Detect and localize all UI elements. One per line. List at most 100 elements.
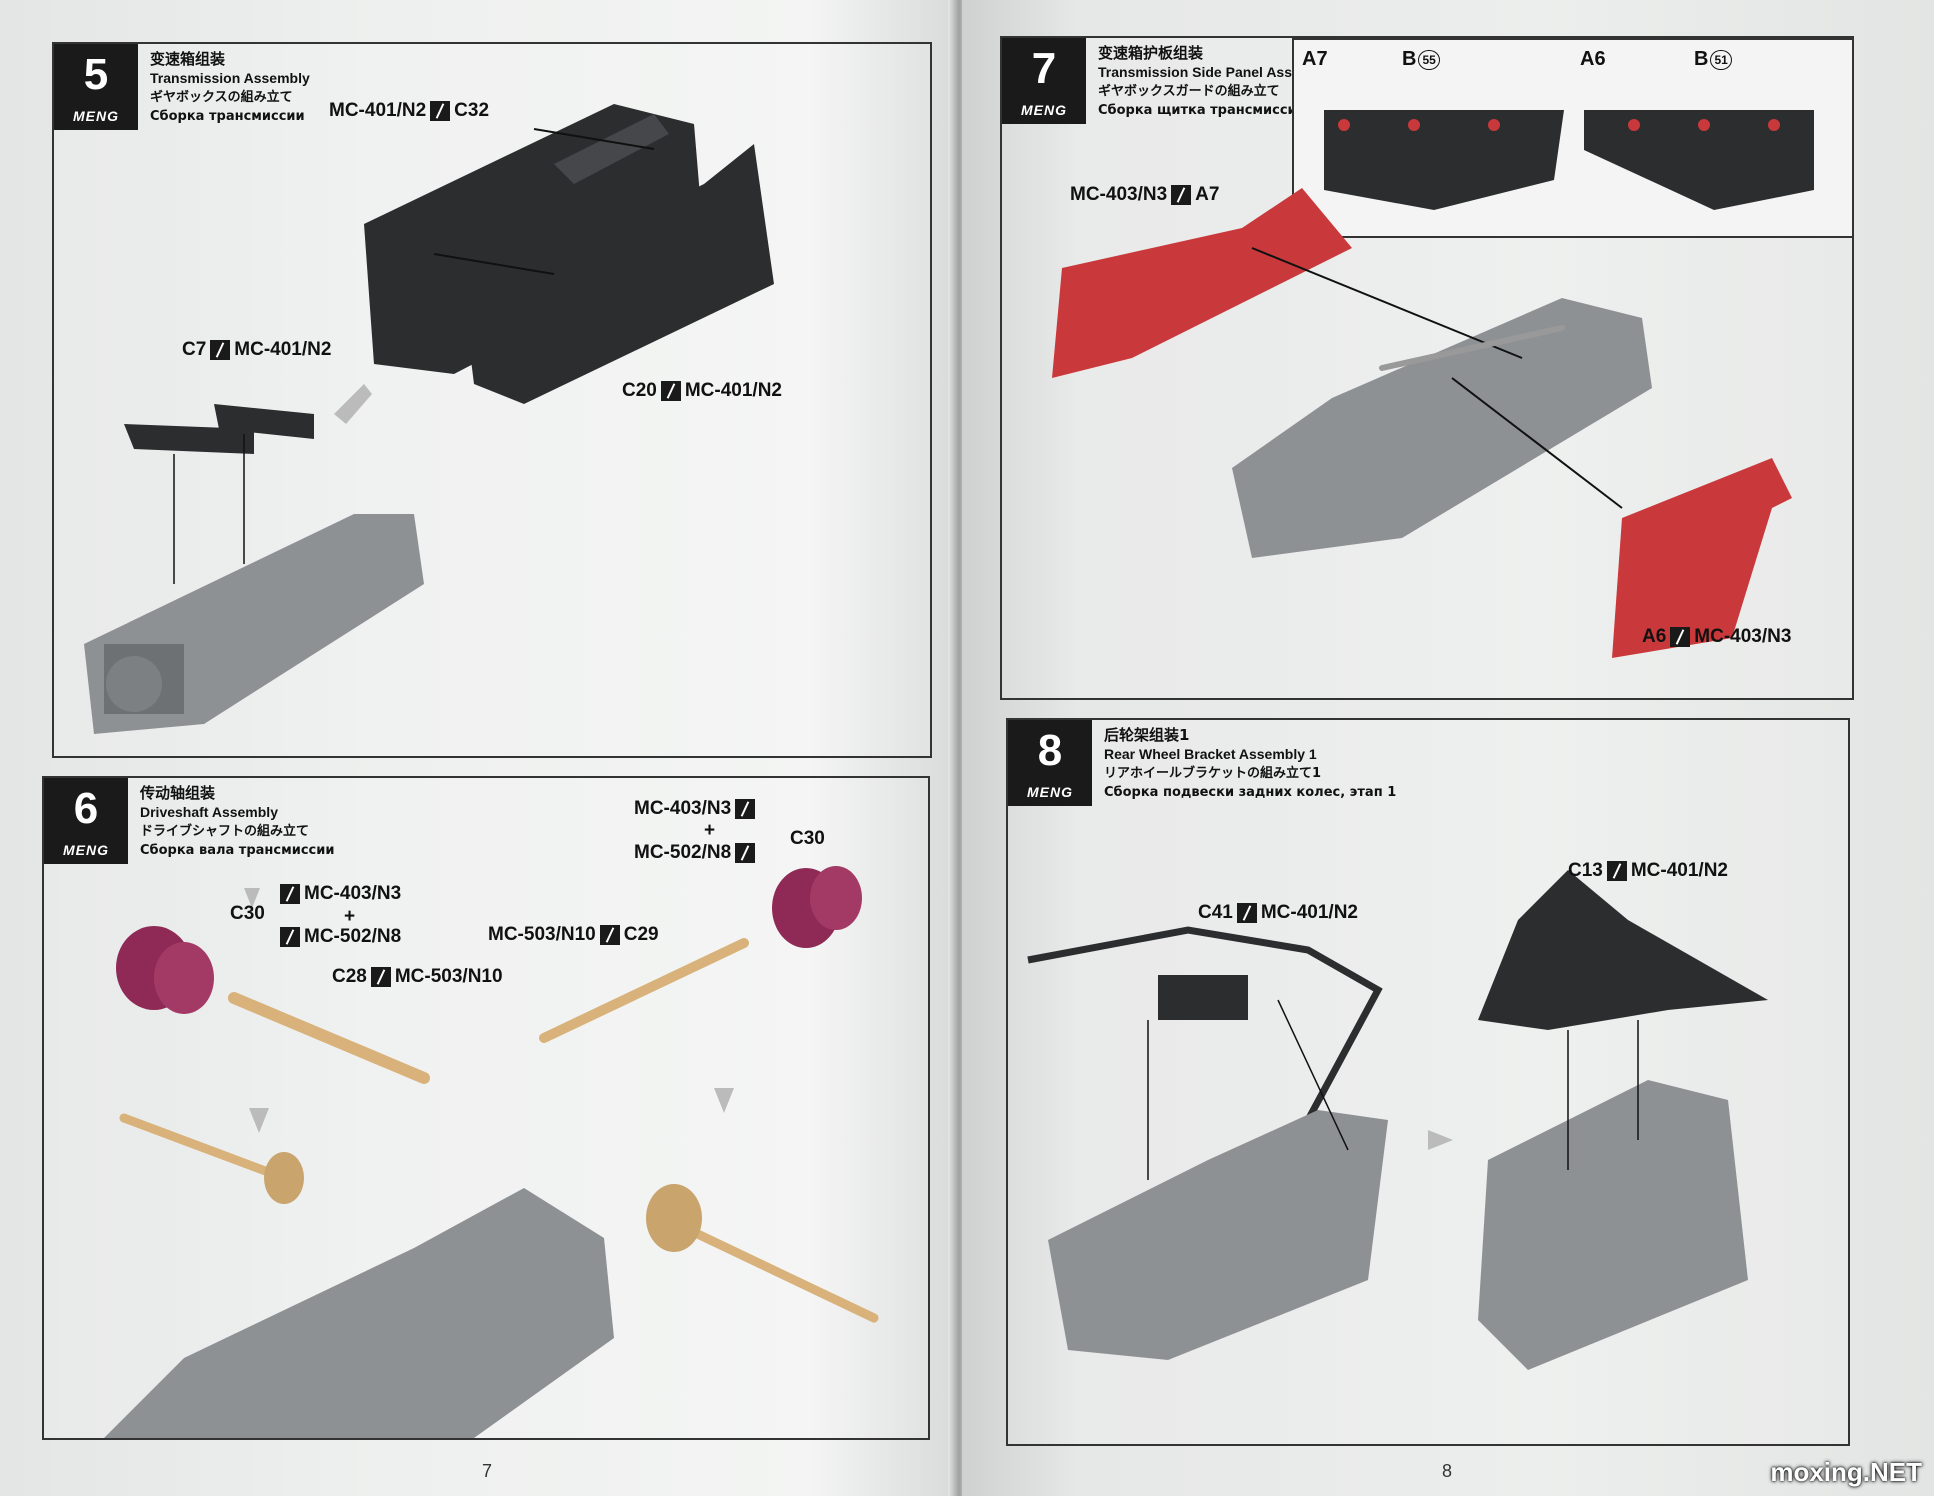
right-page: 7 MENG 变速箱护板组装 Transmission Side Panel A… <box>962 0 1934 1496</box>
step-arrow <box>334 384 372 424</box>
transmission-housing-half <box>364 104 704 374</box>
step-7-panel: 7 MENG 变速箱护板组装 Transmission Side Panel A… <box>1000 36 1854 700</box>
title-ru: Сборка подвески задних колес, этап 1 <box>1104 785 1397 800</box>
subassembly-grey-2 <box>1478 1080 1748 1370</box>
title-ja: ドライブシャフトの組み立て <box>140 824 310 839</box>
driveshaft-part <box>228 992 430 1084</box>
step-8-panel: 8 MENG 后轮架组装1 Rear Wheel Bracket Assembl… <box>1006 718 1850 1446</box>
step-titles: 后轮架组装1 Rear Wheel Bracket Assembly 1 リアホ… <box>1104 726 1396 802</box>
brand-logo: MENG <box>1021 102 1067 118</box>
step-badge: 5 MENG <box>54 44 138 130</box>
step-5-panel: 5 MENG 变速箱组装 Transmission Assembly ギヤボック… <box>52 42 932 758</box>
gearbox-assembly <box>104 1188 614 1438</box>
title-ja: ギヤボックスの組み立て <box>150 90 293 105</box>
title-en: Transmission Assembly <box>150 70 310 86</box>
inset-label-a7: A7 <box>1302 48 1328 70</box>
part-label-c30-left: C30 <box>230 903 265 924</box>
title-ru: Сборка вала трансмиссии <box>140 843 335 858</box>
step-number: 5 <box>83 50 109 99</box>
step-titles: 变速箱组装 Transmission Assembly ギヤボックスの組み立て … <box>150 50 310 126</box>
cutter-icon <box>370 967 391 987</box>
step-badge: 7 MENG <box>1002 38 1086 124</box>
page-number-right: 8 <box>1442 1461 1453 1481</box>
step-titles: 变速箱护板组装 Transmission Side Panel Assembly… <box>1098 44 1332 120</box>
title-ru: Сборка трансмиссии <box>150 109 305 124</box>
part-label-sprue-a: MC-403/N3 <box>280 883 401 905</box>
page-number-left: 7 <box>482 1461 493 1481</box>
step-6-panel: 6 MENG 传动轴组装 Driveshaft Assembly ドライブシャフ… <box>42 776 930 1440</box>
panel-a6-detail <box>1584 110 1814 210</box>
bracket-c13 <box>1478 870 1768 1030</box>
brand-logo: MENG <box>63 842 109 858</box>
title-en: Rear Wheel Bracket Assembly 1 <box>1104 746 1317 762</box>
step-number: 7 <box>1031 44 1057 93</box>
bracket-part-2 <box>214 404 314 439</box>
cutter-icon <box>660 381 681 401</box>
transmission-housing-half-2 <box>464 144 774 404</box>
plus-sign: + <box>344 906 356 927</box>
plus-sign-2: + <box>704 820 716 841</box>
cutter-icon <box>210 340 231 360</box>
step-arrow <box>1428 1130 1453 1150</box>
cutter-icon <box>280 884 300 904</box>
inset-drawing <box>1324 110 1814 210</box>
brand-logo: MENG <box>73 108 119 124</box>
cutter-icon <box>599 925 620 945</box>
side-panel-a7 <box>1052 188 1352 378</box>
step-titles: 传动轴组装 Driveshaft Assembly ドライブシャフトの組み立て … <box>140 784 334 860</box>
title-ja: リアホイールブラケットの組み立て1 <box>1104 766 1322 781</box>
title-zh: 变速箱组装 <box>150 50 226 68</box>
cutter-icon <box>430 101 451 121</box>
assembly-drawing <box>84 104 774 734</box>
step-arrow-2 <box>714 1088 734 1113</box>
assembly-drawing <box>1027 870 1768 1370</box>
title-zh: 变速箱护板组装 <box>1098 44 1204 62</box>
cutter-icon <box>1171 185 1192 205</box>
step-badge: 8 MENG <box>1008 720 1092 806</box>
side-panel-a6 <box>1612 458 1792 658</box>
step-badge: 6 MENG <box>44 778 128 864</box>
part-label-sprue-d: MC-502/N8 <box>634 842 756 864</box>
gearbox-assembly <box>1232 298 1652 558</box>
assembly-drawing <box>104 866 879 1438</box>
step-number: 6 <box>73 784 99 833</box>
title-ja: ギヤボックスガードの組み立て <box>1098 84 1280 99</box>
assembly-drawing <box>1052 188 1792 658</box>
title-zh: 后轮架组装1 <box>1104 726 1190 744</box>
cutter-icon <box>280 927 300 947</box>
bracket-c41 <box>1027 926 1383 1144</box>
cutter-icon <box>1236 903 1257 923</box>
brand-logo: MENG <box>1027 784 1073 800</box>
part-label-sprue-c: MC-403/N3 <box>634 798 756 820</box>
cutter-icon <box>1670 627 1691 647</box>
title-en: Driveshaft Assembly <box>140 804 278 820</box>
panel-a7-detail <box>1324 110 1564 210</box>
driveshaft-part-2 <box>539 938 749 1043</box>
inset-label-a6: A6 <box>1580 48 1606 70</box>
bracket-part <box>124 424 254 454</box>
part-label-c30-right: C30 <box>790 828 825 849</box>
cutter-icon <box>735 843 756 863</box>
cutter-icon <box>1606 861 1627 881</box>
part-label-sprue-b: MC-502/N8 <box>280 926 401 948</box>
step-number: 8 <box>1037 726 1063 775</box>
title-en: Transmission Side Panel Assembly <box>1098 64 1333 80</box>
left-page: 5 MENG 变速箱组装 Transmission Assembly ギヤボック… <box>0 0 955 1496</box>
watermark: moxing.NET <box>1770 1457 1922 1487</box>
cutter-icon <box>735 799 756 819</box>
step-arrow <box>249 1108 269 1133</box>
title-zh: 传动轴组装 <box>140 784 216 802</box>
title-ru: Сборка щитка трансмиссии <box>1098 103 1306 118</box>
